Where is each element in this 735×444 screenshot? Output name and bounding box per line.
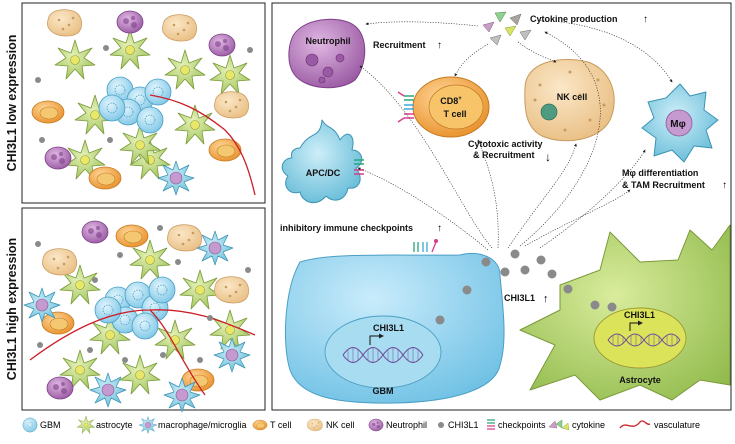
mphi-diff-label-2: & TAM Recruitment: [622, 180, 705, 190]
high-chi3l1-dots: [35, 225, 251, 363]
legend-item-vasculature: vasculature: [619, 420, 700, 430]
high-vasculature: [29, 309, 256, 361]
recruitment-label: Recruitment: [373, 40, 426, 50]
chi3l1-up-label: CHI3L1: [504, 293, 535, 303]
side-label-high: CHI3L1 high expression: [5, 238, 19, 380]
gbm-dna: [342, 333, 424, 363]
svg-text:checkpoints: checkpoints: [498, 420, 546, 430]
legend-item-checkpoints: checkpoints: [487, 419, 546, 430]
svg-text:astrocyte: astrocyte: [96, 420, 133, 430]
big-t-cell: [412, 76, 490, 138]
cd8-label: CD8+: [440, 96, 462, 106]
gbm-label: GBM: [373, 386, 394, 396]
t-cell-checkpoints: [397, 91, 414, 123]
legend-item-t-cell: T cell: [252, 419, 291, 431]
svg-text:GBM: GBM: [40, 420, 61, 430]
chi3l1-up-arrow: ↑: [543, 293, 549, 305]
legend-item-macrophage: macrophage/microglia: [138, 416, 247, 434]
interaction-arrows: [357, 19, 673, 251]
low-expression-panel: [21, 2, 266, 204]
cytokine-cluster: [482, 11, 532, 46]
legend: GBM astrocyte macrophage/microglia T cel…: [22, 415, 700, 434]
legend-item-gbm: GBM: [22, 417, 61, 433]
svg-text:Neutrophil: Neutrophil: [386, 420, 427, 430]
mphi-diff-label-1: Mφ differentiation: [622, 168, 698, 178]
cytokine-up-arrow: ↑: [643, 14, 648, 25]
low-vasculature: [149, 94, 256, 196]
high-vasculature-2: [149, 309, 206, 396]
legend-item-cytokine: cytokine: [548, 419, 605, 431]
gbm-gene-label: CHI3L1: [373, 323, 404, 333]
cytokine-production-label: Cytokine production: [530, 14, 618, 24]
svg-text:T cell: T cell: [270, 420, 291, 430]
t-cell-label: T cell: [443, 109, 466, 119]
apc-dc-label: APC/DC: [306, 168, 341, 178]
astrocyte-dna: [607, 320, 681, 347]
cytotoxic-down-arrow: ↓: [545, 150, 551, 164]
svg-text:NK cell: NK cell: [326, 420, 355, 430]
astrocyte-label: Astrocyte: [619, 375, 661, 385]
cytotoxic-label-1: Cytotoxic activity: [468, 139, 543, 149]
big-nk-cell: [524, 59, 615, 142]
big-apc-dc: [281, 119, 363, 204]
svg-text:macrophage/microglia: macrophage/microglia: [158, 420, 247, 430]
main-panel: Cytokine production ↑ Recruitment ↑ Neut…: [271, 2, 732, 411]
astro-gene-label: CHI3L1: [624, 310, 655, 320]
inhibitory-label: inhibitory immune checkpoints: [280, 223, 413, 233]
big-astrocyte: [519, 224, 731, 401]
inhibitory-up-arrow: ↑: [437, 223, 442, 234]
svg-text:CHI3L1: CHI3L1: [448, 420, 479, 430]
svg-text:vasculature: vasculature: [654, 420, 700, 430]
big-neutrophil: [288, 18, 366, 89]
macrophage-label: Mφ: [670, 119, 685, 130]
big-macrophage: [641, 83, 719, 163]
high-expression-panel: [21, 207, 266, 413]
recruitment-up-arrow: ↑: [437, 40, 442, 51]
svg-text:cytokine: cytokine: [572, 420, 605, 430]
legend-item-astrocyte: astrocyte: [76, 415, 133, 434]
side-label-low: CHI3L1 low expression: [5, 35, 19, 172]
gbm-checkpoints: [413, 239, 438, 253]
big-gbm: [284, 253, 505, 404]
low-chi3l1-dots: [35, 45, 253, 143]
neutrophil-label: Neutrophil: [306, 36, 351, 46]
nk-cell-label: NK cell: [557, 92, 588, 102]
legend-item-neutrophil: Neutrophil: [368, 418, 427, 432]
legend-item-nk-cell: NK cell: [306, 418, 355, 432]
legend-item-chi3l1: CHI3L1: [438, 420, 479, 430]
mphi-up-arrow: ↑: [722, 180, 727, 191]
cytotoxic-label-2: & Recruitment: [473, 150, 535, 160]
secreted-chi3l1: [435, 249, 617, 325]
